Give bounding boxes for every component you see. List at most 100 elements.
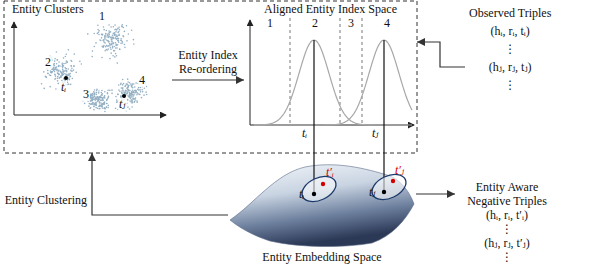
cluster-point (106, 99, 108, 101)
cluster-point (102, 107, 104, 109)
cluster-point (115, 36, 117, 38)
cluster-point (95, 97, 97, 99)
cluster-point (102, 97, 104, 99)
region-number: 3 (82, 88, 90, 101)
cluster-point (62, 65, 64, 67)
cluster-point (101, 94, 103, 96)
cluster-point (129, 82, 131, 84)
cluster-point (127, 94, 129, 96)
cluster-point (108, 41, 110, 43)
cluster-point (123, 36, 125, 38)
cluster-point (54, 71, 56, 73)
dashed-frame (4, 1, 417, 153)
cluster-point (90, 104, 92, 106)
cluster-point (53, 66, 55, 68)
cluster-point (71, 65, 73, 67)
cluster-axes (14, 22, 166, 115)
cluster-point (124, 44, 126, 46)
cluster-point (93, 93, 95, 95)
cluster-point (133, 94, 135, 96)
cluster-point (123, 90, 125, 92)
node-title: Entity Clusters (12, 2, 172, 16)
cluster-point (112, 34, 114, 36)
cluster-point (54, 69, 56, 71)
cluster-point (98, 92, 100, 94)
cluster-point (108, 24, 110, 26)
cluster-point (123, 27, 125, 29)
cluster-point (114, 29, 116, 31)
cluster-point (131, 29, 133, 31)
cluster-point (50, 70, 52, 72)
cluster-point (95, 104, 97, 106)
cluster-point (115, 47, 117, 49)
cluster-point (131, 106, 133, 108)
cluster-point (125, 89, 127, 91)
cluster-point (113, 46, 115, 48)
cluster-point (113, 38, 115, 40)
cluster-point (69, 79, 71, 81)
cluster-point (122, 26, 124, 28)
cluster-point (110, 36, 112, 38)
cluster-point (98, 98, 100, 100)
cluster-point (66, 61, 68, 63)
cluster-point (97, 33, 99, 35)
cluster-point (114, 56, 116, 58)
cluster-point (107, 48, 109, 50)
cluster-point (58, 73, 60, 75)
index-axes (250, 18, 414, 125)
cluster-point (55, 88, 57, 90)
cluster-point (102, 103, 104, 105)
cluster-point (62, 69, 64, 71)
cluster-point (98, 34, 100, 36)
cluster-point (136, 90, 138, 92)
cluster-point (101, 106, 103, 108)
cluster-point (118, 41, 120, 43)
cluster-point (107, 34, 109, 36)
cluster-point (57, 73, 59, 75)
cluster-point (127, 86, 129, 88)
cluster-point (133, 83, 135, 85)
cluster-point (117, 38, 119, 40)
cluster-point (43, 88, 45, 90)
cluster-point (95, 91, 97, 93)
cluster-point (81, 63, 83, 65)
cluster-point (131, 101, 133, 103)
cluster-point (106, 106, 108, 108)
cluster-point (109, 90, 111, 92)
entity-point (391, 179, 395, 183)
cluster-point (105, 46, 107, 48)
cluster-point (107, 107, 109, 109)
cluster-point (133, 101, 135, 103)
cluster-point (98, 30, 100, 32)
cluster-point (94, 99, 96, 101)
cluster-point (141, 97, 143, 99)
cluster-point (58, 61, 60, 63)
cluster-point (70, 69, 72, 71)
cluster-point (117, 38, 119, 40)
cluster-point (128, 33, 130, 35)
cluster-point (97, 96, 99, 98)
cluster-point (56, 51, 58, 53)
cluster-point (95, 104, 97, 106)
cluster-point (117, 32, 119, 34)
cluster-point (94, 103, 96, 105)
cluster-point (134, 90, 136, 92)
cluster-point (91, 98, 93, 100)
cluster-point (67, 68, 69, 70)
node-text: (hⱼ, rⱼ, t′ⱼ) (459, 236, 555, 250)
cluster-point (126, 93, 128, 95)
cluster-point (109, 43, 111, 45)
cluster-point (68, 74, 70, 76)
edge-label: Entity Index Re-ordering (170, 48, 246, 76)
cluster-point (108, 96, 110, 98)
entity-symbol: tⱼ (372, 127, 379, 140)
cluster-point (93, 33, 95, 35)
cluster-point (56, 59, 58, 61)
cluster-point (118, 40, 120, 42)
cluster-point (104, 108, 106, 110)
cluster-point (112, 37, 114, 39)
cluster-point (109, 32, 111, 34)
gaussian-curves (254, 40, 412, 125)
entity-symbol: tⱼ (118, 98, 127, 111)
cluster-point (112, 55, 114, 57)
